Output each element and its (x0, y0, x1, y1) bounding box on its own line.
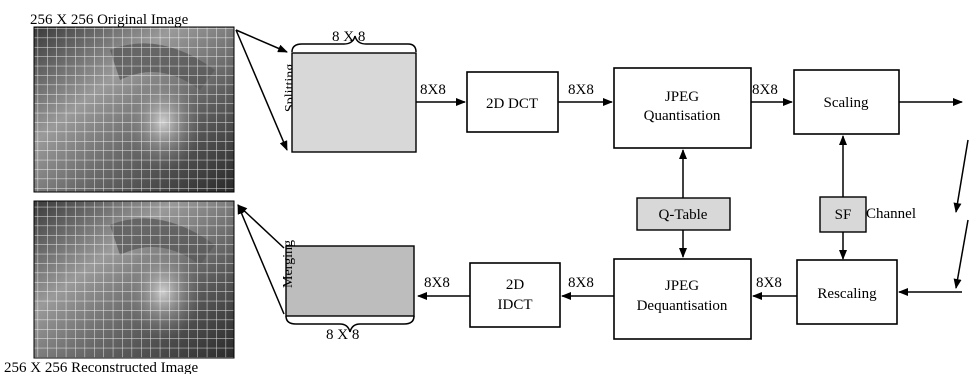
flow-label-f: 8X8 (424, 275, 450, 291)
scaling-label: Scaling (824, 95, 869, 111)
merge-arrow-bottom (237, 204, 285, 315)
quantisation-box (613, 67, 752, 149)
quant-label-2: Quantisation (644, 108, 721, 124)
top-block-brace (291, 35, 417, 53)
split-arrow-bottom (235, 29, 288, 151)
flow-label-a: 8X8 (420, 82, 446, 98)
rescaling-box (796, 259, 898, 325)
idct-box (469, 262, 561, 328)
qtable-box (636, 197, 731, 231)
bottom-block-size-label: 8 X 8 (326, 327, 359, 343)
bottom-8x8-block (285, 245, 415, 317)
merging-label: Merging (281, 240, 296, 288)
idct-label-2: IDCT (498, 297, 533, 313)
dct-label: 2D DCT (486, 96, 538, 112)
channel-arrow-1 (953, 139, 969, 213)
flow-label-e: 8X8 (568, 275, 594, 291)
rescaling-label: Rescaling (817, 286, 877, 302)
reconstructed-image (33, 200, 235, 359)
reconstructed-image-label: 256 X 256 Reconstructed Image (4, 360, 198, 374)
dequant-label-2: Dequantisation (637, 298, 728, 314)
dequantisation-box (613, 258, 752, 340)
channel-arrow-2 (953, 219, 969, 289)
original-image-label: 256 X 256 Original Image (30, 12, 189, 28)
bottom-block-brace (285, 315, 415, 333)
merge-arrow-top (237, 204, 285, 249)
flow-label-c: 8X8 (752, 82, 778, 98)
idct-label-1: 2D (506, 277, 525, 293)
flow-label-d: 8X8 (756, 275, 782, 291)
dequant-label-1: JPEG (665, 278, 699, 294)
channel-label: Channel (866, 206, 916, 222)
split-arrow-top (235, 29, 288, 53)
flow-label-b: 8X8 (568, 82, 594, 98)
sf-label: SF (835, 207, 852, 223)
qtable-label: Q-Table (659, 207, 708, 223)
top-8x8-block (291, 52, 417, 153)
quant-label-1: JPEG (665, 89, 699, 105)
original-image (33, 26, 235, 193)
